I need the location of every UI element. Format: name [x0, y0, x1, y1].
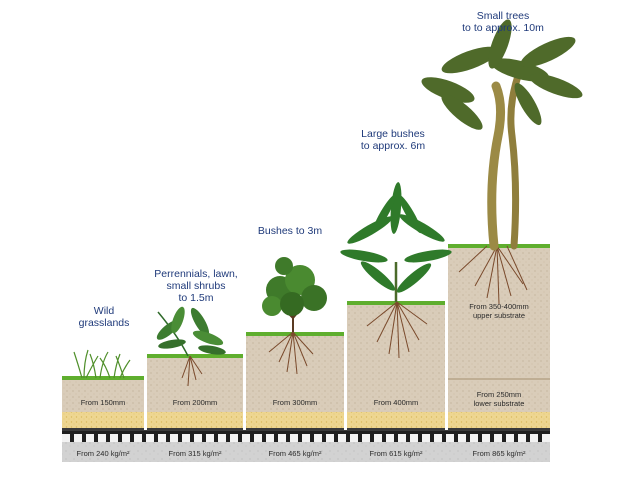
column-2-block	[147, 354, 243, 428]
column-4-depth: From 400mm	[373, 398, 419, 407]
column-3-depth: From 300mm	[272, 398, 318, 407]
column-2-depth: From 200mm	[172, 398, 218, 407]
bush-icon	[262, 257, 327, 332]
column-4-weight: From 615 kg/m²	[369, 449, 423, 458]
column-5-upper-depth: From 350-400mm upper substrate	[469, 302, 529, 320]
palm-bush-icon	[340, 182, 452, 302]
column-1-weight: From 240 kg/m²	[76, 449, 130, 458]
column-1-depth: From 150mm	[80, 398, 126, 407]
drainage-layer	[62, 430, 550, 442]
column-2-title: Perrennials, lawn, small shrubs to 1.5m	[154, 268, 238, 304]
concrete-slab	[62, 442, 550, 462]
column-3-block	[246, 332, 344, 428]
column-3-title: Bushes to 3m	[257, 225, 323, 237]
column-4-title: Large bushes to approx. 6m	[360, 128, 426, 152]
fern-icon	[156, 306, 226, 357]
column-1-block	[62, 376, 144, 428]
column-5-title: Small trees to to approx. 10m	[462, 10, 544, 34]
column-5-depth: From 250mm lower substrate	[473, 390, 525, 408]
tree-icon	[421, 19, 583, 251]
roots	[181, 245, 528, 387]
column-3-weight: From 465 kg/m²	[268, 449, 322, 458]
column-5-weight: From 865 kg/m²	[472, 449, 526, 458]
grass-icon	[73, 349, 131, 379]
column-1-title: Wild grasslands	[78, 305, 130, 329]
column-5-block	[448, 244, 550, 428]
column-4-block	[347, 301, 445, 428]
column-2-weight: From 315 kg/m²	[168, 449, 222, 458]
